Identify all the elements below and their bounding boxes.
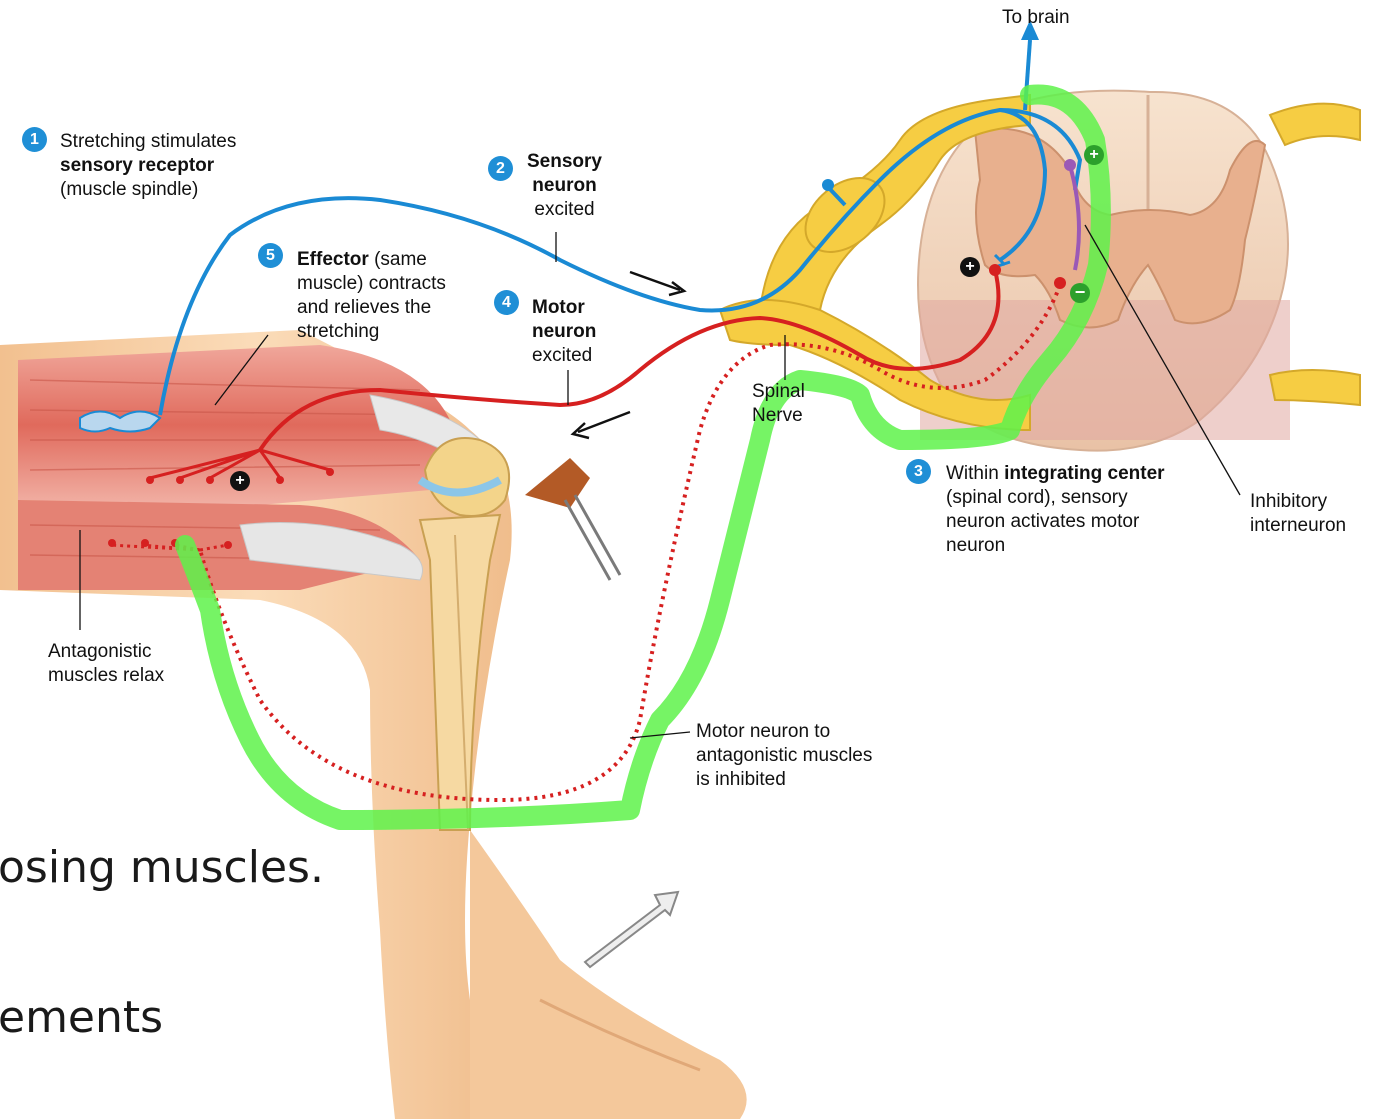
slide-text-line-1: osing muscles.: [0, 842, 324, 893]
antagonistic-muscles-label: Antagonistic muscles relax: [48, 640, 164, 688]
inhibitory-interneuron-label: Inhibitory interneuron: [1250, 490, 1346, 538]
to-brain-label: To brain: [1002, 6, 1070, 30]
excitatory-sign-icon: +: [1084, 145, 1104, 165]
excitatory-sign-icon: +: [230, 471, 250, 491]
step-3-label: Within integrating center (spinal cord),…: [946, 462, 1165, 558]
excitatory-sign-icon: +: [960, 257, 980, 277]
slide-text-line-2: ements: [0, 992, 163, 1043]
step-2-label: Sensory neuron excited: [527, 150, 602, 222]
motor-neuron-antagonist-label: Motor neuron to antagonistic muscles is …: [696, 720, 872, 792]
kick-arrow-icon: [585, 892, 678, 967]
spinal-nerve-label: Spinal Nerve: [752, 380, 805, 428]
arrow-right-icon: [630, 272, 680, 290]
step-5-badge: 5: [258, 243, 283, 268]
step-2-badge: 2: [488, 156, 513, 181]
step-3-badge: 3: [906, 459, 931, 484]
reflex-hammer-icon: [525, 458, 620, 580]
step-5-label: Effector (same muscle) contracts and rel…: [297, 248, 446, 344]
arrow-left-icon: [578, 412, 630, 432]
step-4-badge: 4: [494, 290, 519, 315]
step-1-label: Stretching stimulates sensory receptor (…: [60, 130, 236, 202]
step-1-badge: 1: [22, 127, 47, 152]
step-4-label: Motor neuron excited: [532, 296, 596, 368]
inhibitory-sign-icon: −: [1070, 283, 1090, 303]
